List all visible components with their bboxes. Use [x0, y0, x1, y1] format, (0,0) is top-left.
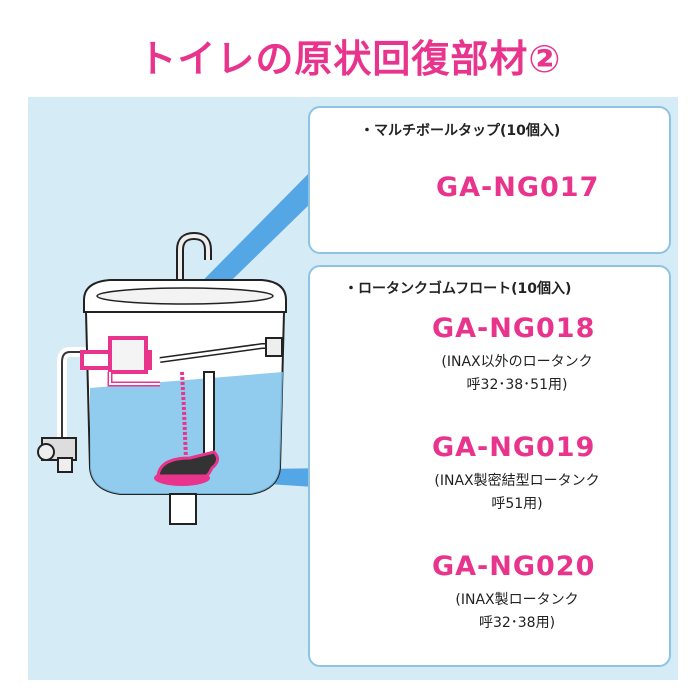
- page-title: トイレの原状回復部材②: [138, 37, 562, 81]
- float-018-note-2: 呼32･38･51用): [466, 377, 568, 393]
- ball-tap-header: ・マルチボールタップ(10個入): [360, 123, 561, 139]
- flush-lever-icon: [265, 337, 283, 357]
- rubber-float-highlight-icon: [154, 450, 219, 486]
- float-020-note-2: 呼32･38用): [478, 615, 556, 631]
- float-019-code: GA-NG019: [432, 432, 596, 463]
- rubber-float-header: ・ロータンクゴムフロート(10個入): [344, 281, 572, 297]
- float-019-note-2: 呼51用): [491, 496, 543, 512]
- float-018-code: GA-NG018: [432, 313, 596, 344]
- float-020-note-1: (INAX製ロータンク: [455, 592, 579, 608]
- stop-valve-icon: [37, 437, 77, 473]
- float-019-note-1: (INAX製密結型ロータンク: [434, 473, 600, 489]
- ball-tap-code: GA-NG017: [436, 172, 600, 203]
- float-chain: [180, 371, 188, 461]
- ballcock-highlight-icon: [80, 336, 160, 387]
- rubber-float-card: [308, 265, 671, 667]
- overflow-pipe: [203, 371, 215, 465]
- float-018-note-1: (INAX以外のロータンク: [441, 354, 593, 370]
- float-020-code: GA-NG020: [432, 551, 596, 582]
- ball-tap-card: [308, 106, 671, 254]
